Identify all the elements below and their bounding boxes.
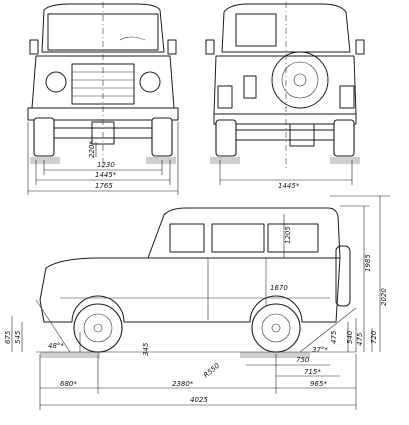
departure-angle-label: 37°* <box>312 346 328 354</box>
front-track-label: 1230 <box>97 161 115 169</box>
rear-left-mirror <box>205 39 215 55</box>
rear-right-ground <box>330 157 360 164</box>
front-height-label-1: 675 <box>4 330 12 344</box>
rear-plate-lamp <box>243 75 257 99</box>
overall-length-label: 4025 <box>190 396 208 404</box>
rear-left-light <box>217 85 233 109</box>
wheelbase-label: 2380* <box>172 380 194 388</box>
front-left-mirror <box>29 39 39 55</box>
rear-to-axle-label: 715* <box>304 368 321 376</box>
front-height-label-2: 545 <box>14 330 22 344</box>
side-rear-window <box>211 223 265 253</box>
rear-body <box>213 55 357 115</box>
rear-clearance-2-label: 750 <box>296 356 310 364</box>
rear-left-ground <box>210 157 240 164</box>
rear-cab-outline <box>221 3 351 53</box>
side-roof <box>163 207 341 259</box>
approach-angle-label: 48°* <box>48 342 64 350</box>
front-left-headlight <box>45 71 67 93</box>
front-left-ground <box>30 157 60 164</box>
side-front-window <box>169 223 205 253</box>
rear-window <box>235 13 277 47</box>
rear-differential <box>289 123 315 147</box>
rear-right-wheel <box>333 119 355 157</box>
rear-axle <box>235 129 335 141</box>
front-left-wheel <box>33 117 55 157</box>
side-front-ground <box>40 352 100 358</box>
rear-view: 1445* <box>205 2 365 190</box>
rear-height-label-1: 540 <box>346 330 354 344</box>
side-rear-wheel <box>251 303 301 353</box>
rear-height-label-2: 475 <box>356 332 364 346</box>
side-front-wheel <box>73 303 123 353</box>
front-ground-clearance-label: 220* <box>88 141 96 158</box>
side-rear-ground <box>240 352 310 358</box>
front-right-headlight <box>139 71 161 93</box>
rear-clearance-label: 475 <box>330 330 338 344</box>
front-width-label: 1765 <box>95 182 113 190</box>
approach-angle-line <box>35 299 71 353</box>
front-right-wheel <box>151 117 173 157</box>
rear-right-light <box>339 85 355 109</box>
interior-length-label: 1670 <box>270 284 288 292</box>
side-hood <box>45 257 151 269</box>
front-grille <box>71 63 135 105</box>
front-right-mirror <box>167 39 177 55</box>
turning-radius-label: R550 <box>202 361 222 379</box>
overall-height-label: 2020 <box>380 288 388 306</box>
rear-right-mirror <box>355 39 365 55</box>
door-height-label: 1205 <box>284 226 292 244</box>
side-quarter-window <box>267 223 319 253</box>
front-view: 1230 1445* 1765 220* <box>27 2 179 195</box>
front-cab-outline <box>41 3 165 53</box>
side-windshield <box>147 214 165 259</box>
front-wheel-track-label: 1445* <box>95 171 117 179</box>
roof-height-label: 1985 <box>364 254 372 272</box>
rear-bumper <box>213 113 357 125</box>
side-body <box>39 257 341 323</box>
rear-overhang-label: 965* <box>310 380 327 388</box>
front-clearance-label: 345 <box>142 342 150 356</box>
side-spare-wheel <box>335 245 351 307</box>
rear-wheel-track-label: 1445* <box>278 182 300 190</box>
rear-left-wheel <box>215 119 237 157</box>
side-view: 2020 1985 1205 1670 675 545 345 48°* 540… <box>4 195 390 410</box>
rear-spare-wheel <box>271 51 329 109</box>
front-wiper <box>119 36 146 41</box>
rear-height-label-3: 720 <box>370 330 378 344</box>
front-right-ground <box>146 157 176 164</box>
departure-angle-line <box>299 307 357 353</box>
front-overhang-label: 680* <box>60 380 77 388</box>
